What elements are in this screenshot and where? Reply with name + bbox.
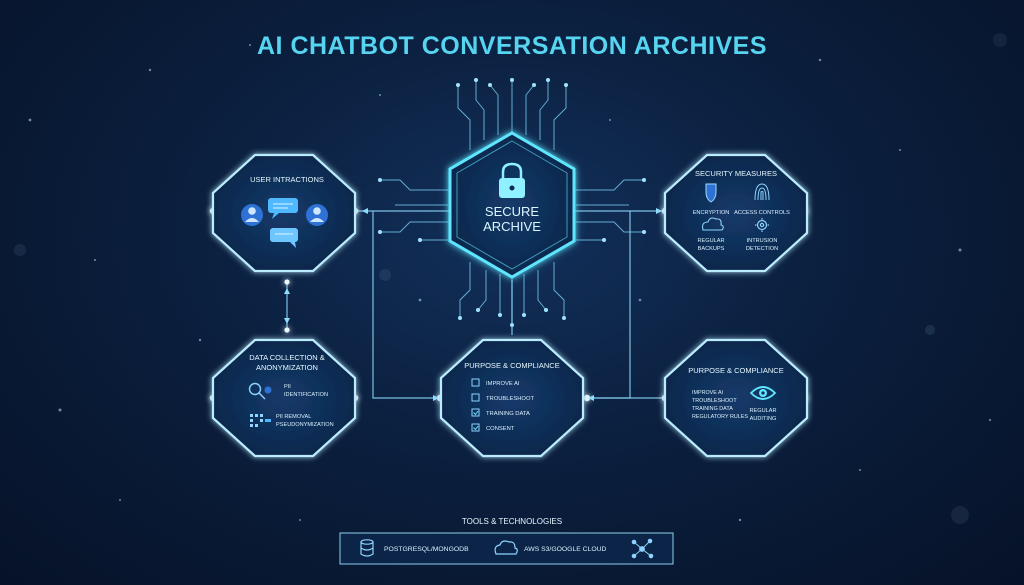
database-icon [360,539,374,557]
fingerprint-icon [754,183,770,201]
cloud-icon [494,540,518,555]
user-interactions-title: USER INTRACTIONS [250,175,324,184]
data-collection-node: DATA COLLECTION & ANONYMIZATION PII IDEN… [211,338,357,458]
purpose-right-title: PURPOSE & COMPLIANCE [688,366,783,375]
tools-item-label: POSTGRESQL/MONGODB [384,546,469,553]
eye-icon [749,386,777,400]
circuit-traces [380,80,644,325]
tools-item-label: AWS S3/GOOGLE CLOUD [524,546,607,553]
security-item-label: ACCESS CONTROLS [734,210,790,216]
purpose-compliance-center-node: PURPOSE & COMPLIANCE IMPROVE AI TROUBLES… [439,338,585,458]
user-avatar-icon [264,386,272,394]
purpose-center-item: TROUBLESHOOT [486,396,534,402]
purpose-right-audit-label: AUDITING [750,416,777,422]
purpose-center-item: IMPROVE AI [486,381,520,387]
secure-archive-label-1: SECURE [485,204,540,219]
magnifier-icon [248,382,266,400]
checkbox-icon [471,423,480,432]
shield-icon [705,183,717,203]
gear-icon [755,218,769,232]
security-item-label: ENCRYPTION [693,210,730,216]
chat-bubble-icon [270,228,298,248]
grid-icon [250,414,271,427]
data-collection-item-label: PSEUDONYMIZATION [276,422,334,428]
page-title: AI CHATBOT CONVERSATION ARCHIVES [257,32,767,60]
purpose-center-title: PURPOSE & COMPLIANCE [464,361,559,370]
user-avatar-icon [241,204,263,226]
purpose-compliance-right-node: PURPOSE & COMPLIANCE IMPROVE AI TROUBLES… [663,338,809,458]
connector-arrows [284,208,662,401]
data-collection-item-label: PII REMOVAL [276,414,311,420]
security-item-label: REGULAR [697,238,724,244]
data-collection-title-2: ANONYMIZATION [256,363,318,372]
data-collection-title-1: DATA COLLECTION & [249,353,325,362]
purpose-right-audit-label: REGULAR [749,408,776,414]
data-collection-item-label: PII [284,384,291,390]
data-collection-item-label: IDENTIFICATION [284,392,328,398]
secure-archive-node: SECURE ARCHIVE [448,131,576,279]
security-item-label: INTRUSION [747,238,778,244]
background-particles [14,33,1007,524]
chat-bubble-icon [268,198,298,219]
circuit-nodes [378,78,646,327]
security-item-label: DETECTION [746,246,778,252]
lock-icon [499,162,525,198]
user-avatar-icon [306,204,328,226]
checkbox-icon [471,393,480,402]
network-icon [631,538,654,559]
connectors [286,210,665,399]
purpose-right-item: REGULATORY RULES [692,414,748,420]
checkbox-icon [471,408,480,417]
security-measures-node: SECURITY MEASURES ENCRYPTION ACCESS CONT… [663,153,809,273]
purpose-center-item: TRAINING DATA [486,411,530,417]
purpose-right-item: TROUBLESHOOT [692,398,737,404]
tools-section: TOOLS & TECHNOLOGIES POSTGRESQL/MONGODB … [339,517,674,565]
purpose-center-item: CONSENT [486,426,515,432]
purpose-right-item: TRAINING DATA [692,406,733,412]
purpose-right-item: IMPROVE AI [692,390,723,396]
security-measures-title: SECURITY MEASURES [695,169,777,178]
cloud-icon [702,217,724,231]
user-interactions-node: USER INTRACTIONS [211,153,357,273]
security-item-label: BACKUPS [698,246,725,252]
tools-box [339,532,674,565]
checkbox-icon [471,378,480,387]
checklist-icons [471,378,480,432]
tools-title: TOOLS & TECHNOLOGIES [462,517,562,526]
secure-archive-label-2: ARCHIVE [483,219,541,234]
